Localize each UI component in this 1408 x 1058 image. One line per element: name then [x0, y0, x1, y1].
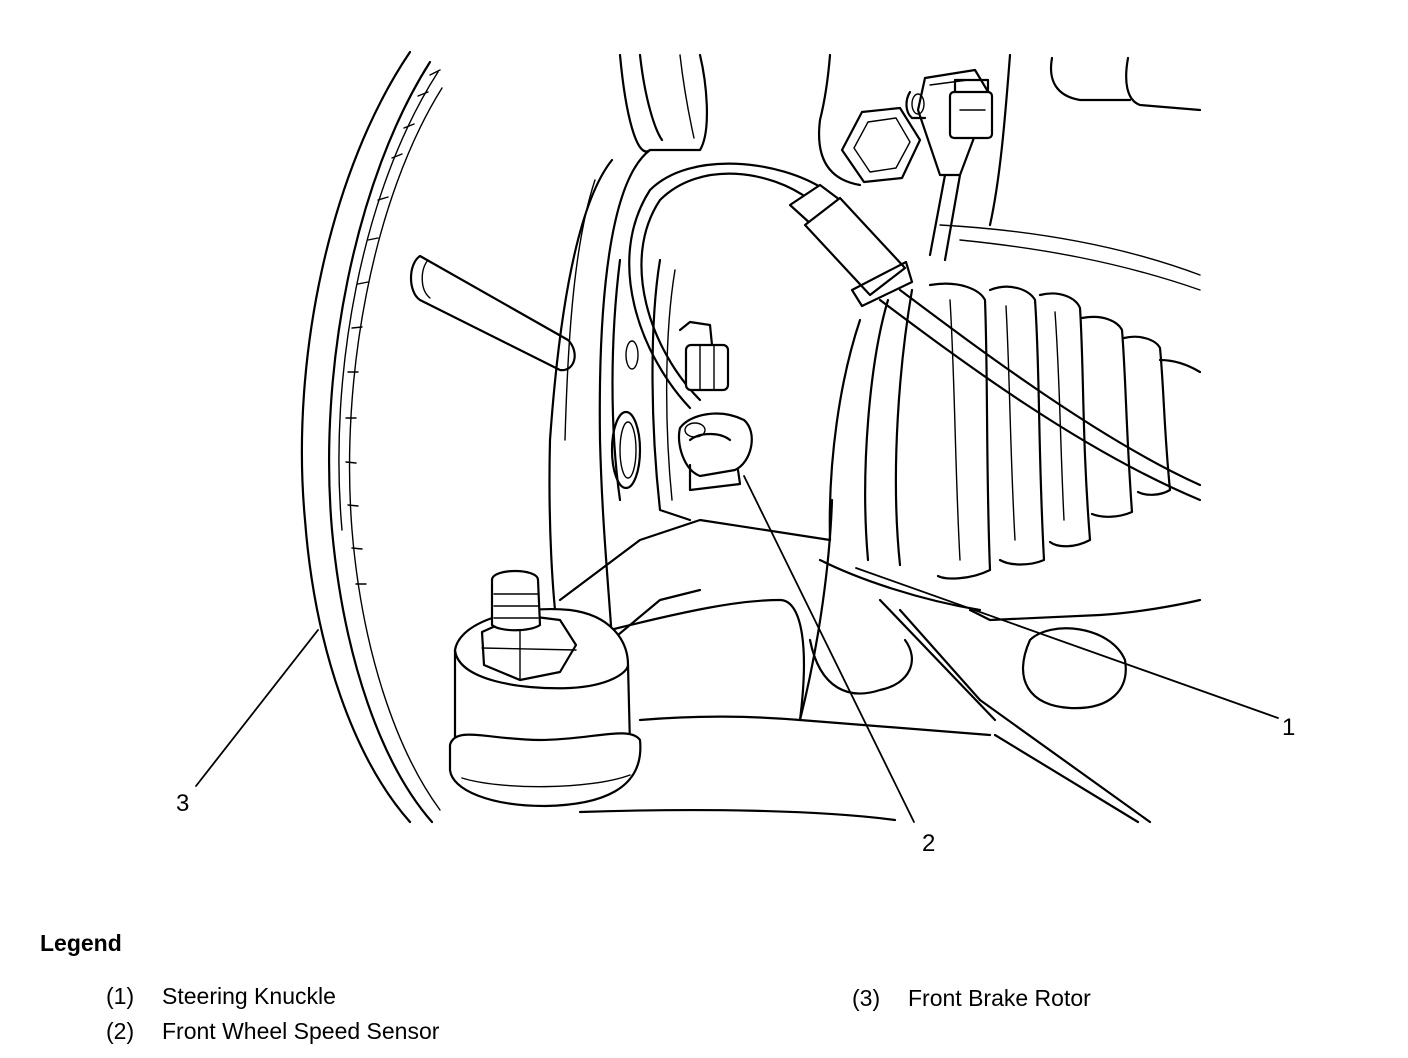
pin-drawing [409, 254, 576, 372]
legend-item-label: Front Brake Rotor [908, 985, 1091, 1011]
legend-item-number: (3) [852, 985, 881, 1011]
legend-item-label: Front Wheel Speed Sensor [162, 1018, 440, 1044]
steering-knuckle-drawing [548, 53, 709, 652]
legend-item-number: (1) [106, 983, 135, 1009]
sensor-wire-drawing [628, 162, 1202, 502]
leader-line-3 [195, 629, 319, 787]
legend-item-brake-rotor: (3) Front Brake Rotor [852, 984, 1091, 1012]
legend-item-wheel-speed-sensor: (2) Front Wheel Speed Sensor [106, 1017, 439, 1045]
legend-title: Legend [40, 930, 122, 956]
speed-sensor-drawing [677, 320, 753, 492]
callout-1: 1 [1282, 714, 1296, 741]
leader-line-1 [855, 567, 1279, 719]
leader-line-2 [743, 475, 915, 823]
legend-item-number: (2) [106, 1018, 135, 1044]
legend-item-label: Steering Knuckle [162, 983, 336, 1009]
bracket-drawing [817, 53, 1202, 291]
front-suspension-illustration [195, 50, 1279, 824]
ball-joint-drawing [448, 498, 1202, 824]
cv-boot-drawing [828, 282, 1202, 580]
callout-3: 3 [176, 790, 190, 817]
callout-2: 2 [922, 830, 936, 857]
legend-item-steering-knuckle: (1) Steering Knuckle [106, 982, 336, 1010]
brake-rotor-drawing [300, 50, 443, 824]
